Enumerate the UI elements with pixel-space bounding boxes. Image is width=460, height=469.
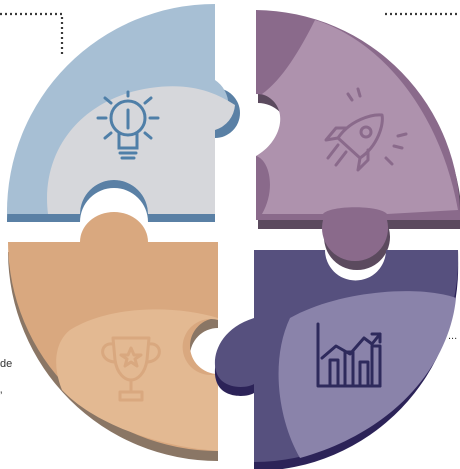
cut-off-text-left-1: de [0, 358, 13, 370]
piece-top-right [256, 10, 460, 271]
lightbulb-icon [96, 90, 160, 160]
cut-off-text-left-2: ’ [0, 390, 3, 402]
trophy-icon [101, 336, 161, 402]
piece-top-left [6, 4, 240, 223]
rocket-icon [324, 87, 408, 172]
piece-bottom-right [214, 250, 459, 469]
cut-off-text-right-1: ... [448, 330, 458, 342]
connector-top-left [0, 12, 64, 55]
piece-bottom-left [8, 211, 218, 461]
growth-chart-icon [316, 322, 382, 388]
